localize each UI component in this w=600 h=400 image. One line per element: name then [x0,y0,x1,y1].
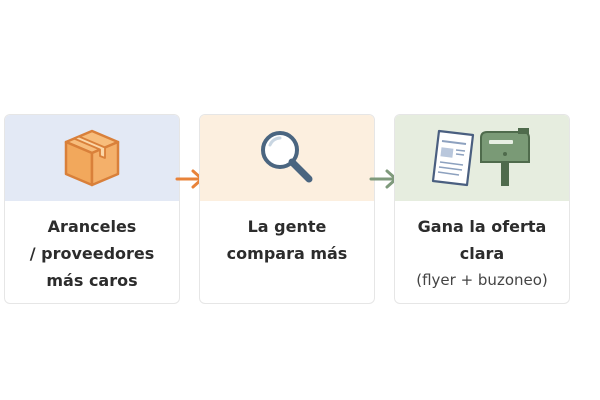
magnifier-icon [261,131,313,183]
step-card-offer: Gana la oferta clara (flyer + buzoneo) [394,114,570,304]
step-card-header [200,115,374,201]
step-text-line: La gente [247,217,327,236]
step-card-label: La gente compara más [200,201,374,267]
step-text-line: Aranceles [47,217,137,236]
step-text-line: más caros [46,271,138,290]
box-icon [64,129,120,187]
step-card-tariffs: Aranceles / proveedores más caros [4,114,180,304]
step-text-line: clara [459,244,505,263]
step-card-compare: La gente compara más [199,114,375,304]
step-text-line: / proveedores [29,244,155,263]
step-text-line: Gana la oferta [417,217,547,236]
step-card-label: Aranceles / proveedores más caros [5,201,179,294]
mailbox-icon [480,128,530,186]
step-card-label: Gana la oferta clara (flyer + buzoneo) [395,201,569,294]
flyer-icon [431,129,475,187]
step-text-line: compara más [226,244,348,263]
step-card-header [395,115,569,201]
step-text-subnote: (flyer + buzoneo) [416,271,548,289]
step-card-header [5,115,179,201]
